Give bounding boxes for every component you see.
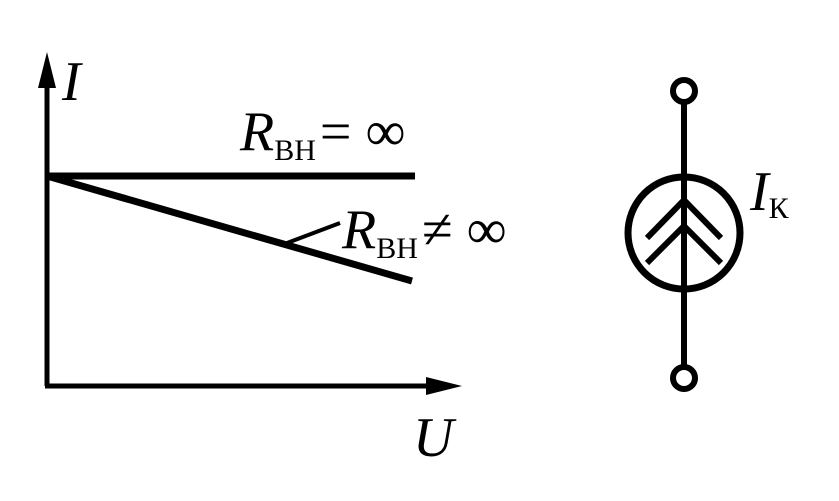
upper-chevron-icon (644, 195, 724, 241)
y-axis-arrowhead (38, 52, 56, 88)
real-source-leader-line (286, 221, 341, 245)
ideal-source-label: RВН= ∞ (239, 101, 405, 167)
top-terminal (670, 77, 698, 105)
iu-characteristic-graph: I U RВН= ∞ RВН≠ ∞ (38, 51, 507, 469)
real-source-label: RВН≠ ∞ (341, 199, 507, 265)
x-axis-label: U (413, 407, 457, 469)
source-current-label: IК (749, 161, 790, 225)
real-source-line (46, 172, 413, 285)
lower-chevron-icon (644, 221, 724, 266)
bottom-terminal (670, 364, 698, 392)
y-axis-label: I (61, 51, 83, 113)
x-axis-arrowhead (426, 377, 462, 395)
current-source-symbol: IК (624, 77, 790, 392)
source-circle (624, 173, 744, 293)
